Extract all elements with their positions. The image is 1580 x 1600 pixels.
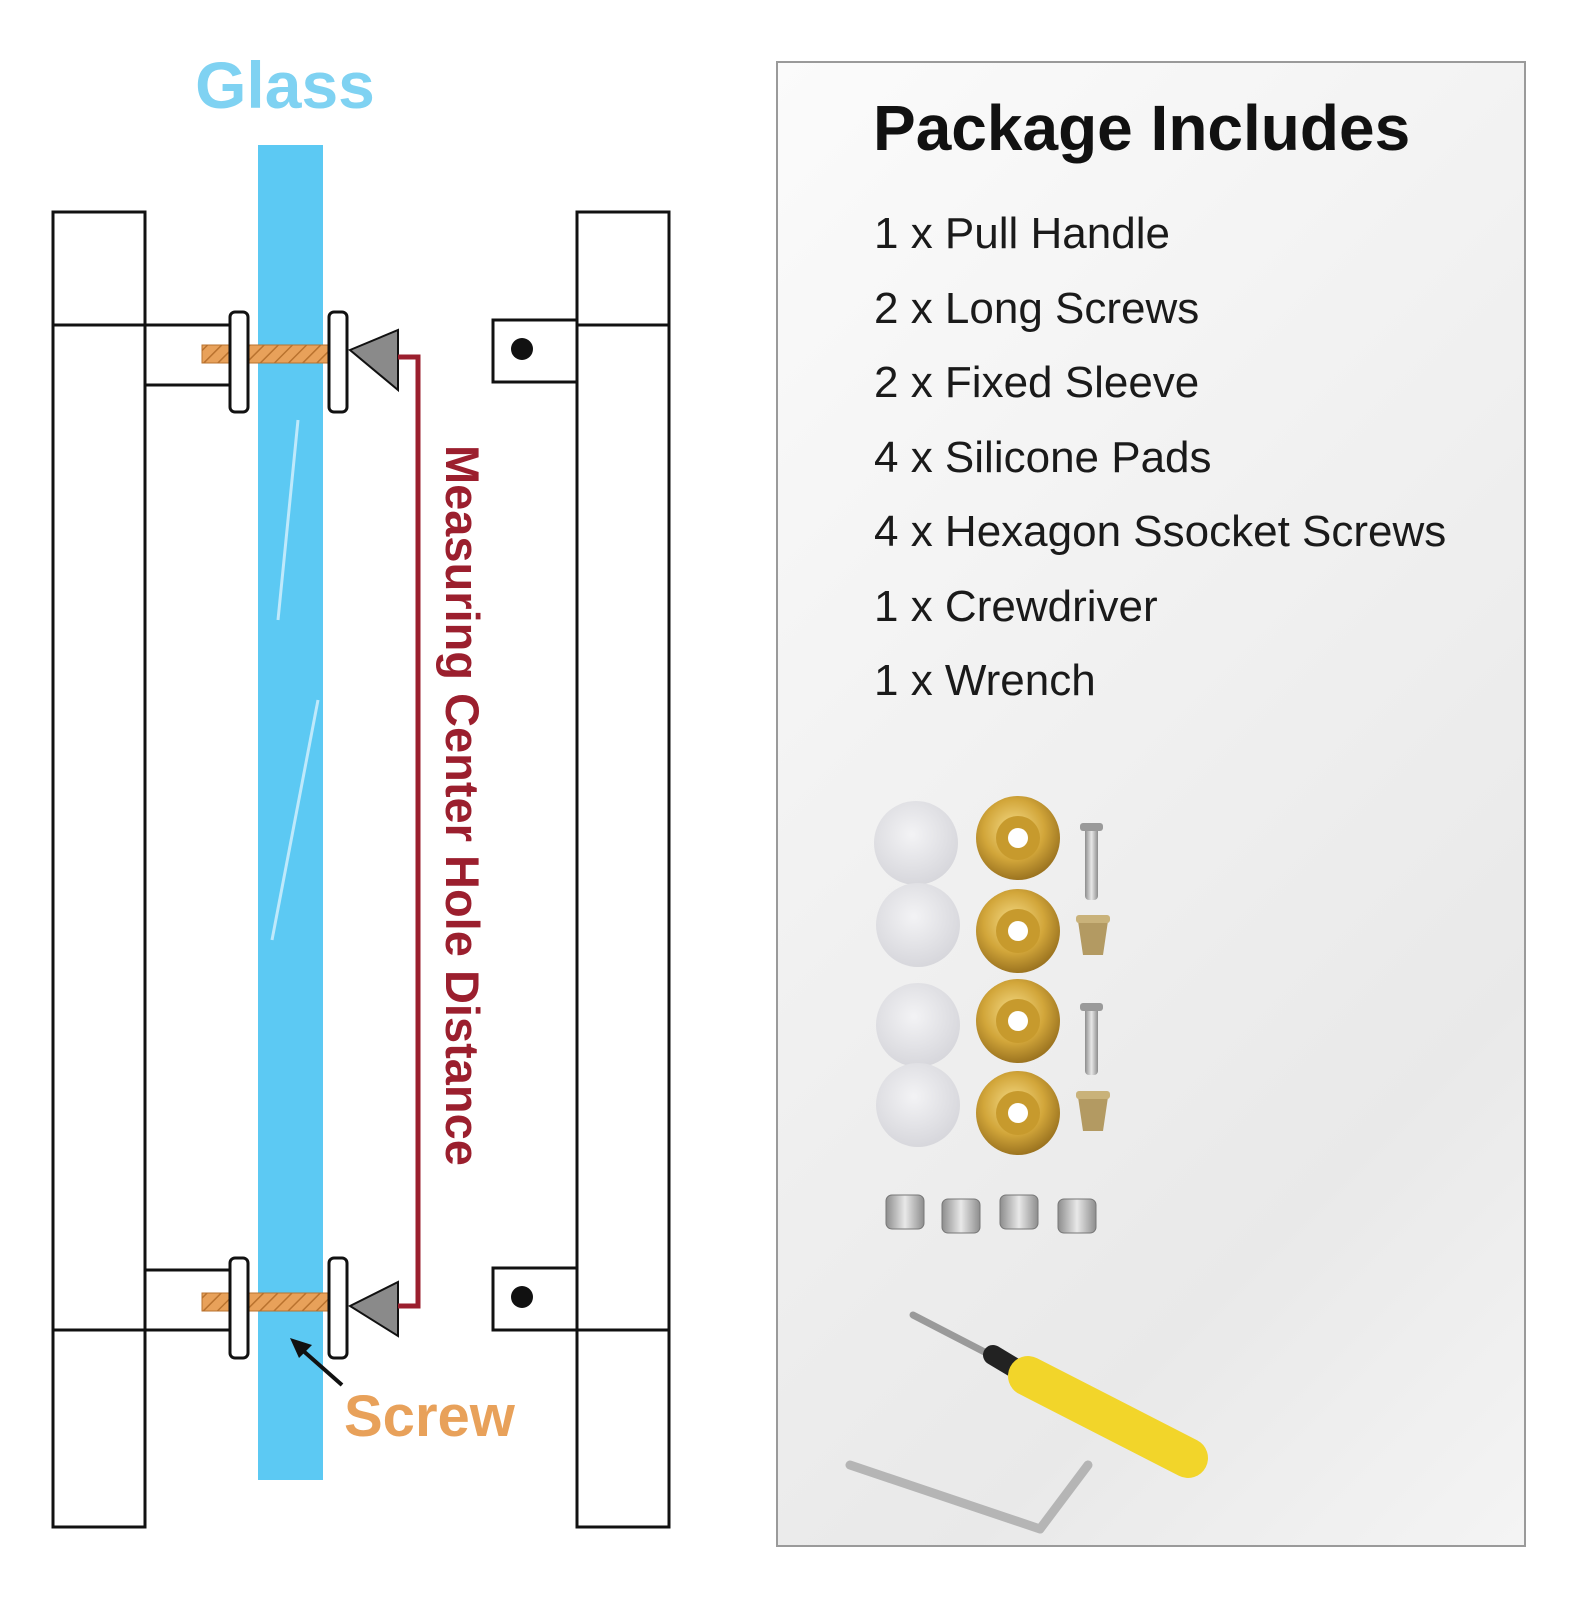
glass-panel — [258, 145, 323, 1480]
screw-hole-icon — [511, 1286, 533, 1308]
right-handle — [575, 210, 671, 1529]
long-screw-icon — [1080, 823, 1103, 1075]
list-item: 1 x Crewdriver — [874, 581, 1158, 631]
arrow-icon — [290, 1338, 344, 1387]
silicone-pad-icon — [874, 801, 960, 1147]
list-item: 1 x Wrench — [874, 656, 1096, 705]
left-handle — [51, 210, 147, 1529]
right-standoff-bottom — [491, 1266, 579, 1332]
package-includes-panel: Package Includes 1 x Pull Handle 2 x Lon… — [776, 61, 1526, 1547]
measure-label: Measuring Center Hole Distance — [436, 445, 489, 1166]
washer-right — [327, 310, 349, 414]
package-item-list: 1 x Pull Handle 2 x Long Screws 2 x Fixe… — [874, 197, 1446, 719]
mount-assembly-top — [201, 310, 399, 414]
cone-icon — [347, 1280, 399, 1338]
parts-photo — [845, 796, 1208, 1534]
package-title: Package Includes — [873, 92, 1411, 164]
list-item: 2 x Fixed Sleeve — [874, 358, 1200, 407]
washer-left — [228, 1256, 250, 1360]
list-item: 2 x Long Screws — [874, 283, 1200, 333]
screw-rod — [201, 1292, 331, 1312]
measure-bracket — [398, 354, 421, 1309]
handle-installation-diagram: Glass Measuring Center Hole Distance Scr… — [51, 48, 671, 1529]
screw-label: Screw — [344, 1384, 516, 1449]
list-item: 4 x Hexagon Ssocket Screws — [874, 507, 1447, 556]
cone-icon — [348, 328, 399, 393]
gold-washer-icon — [976, 796, 1060, 1155]
right-standoff-top — [491, 318, 579, 384]
list-item: 4 x Silicone Pads — [874, 432, 1212, 482]
glass-label: Glass — [195, 48, 375, 122]
washer-left — [228, 310, 250, 414]
screwdriver-icon — [909, 1311, 1208, 1478]
list-item: 1 x Pull Handle — [874, 209, 1170, 258]
fixed-sleeve-icon — [1076, 915, 1110, 1131]
screw-hole-icon — [511, 338, 533, 360]
hex-wrench-icon — [845, 1460, 1093, 1534]
washer-right — [327, 1256, 349, 1360]
mount-assembly-bottom — [201, 1256, 399, 1360]
set-screw-icon — [885, 1194, 1097, 1234]
screw-rod — [201, 344, 331, 364]
